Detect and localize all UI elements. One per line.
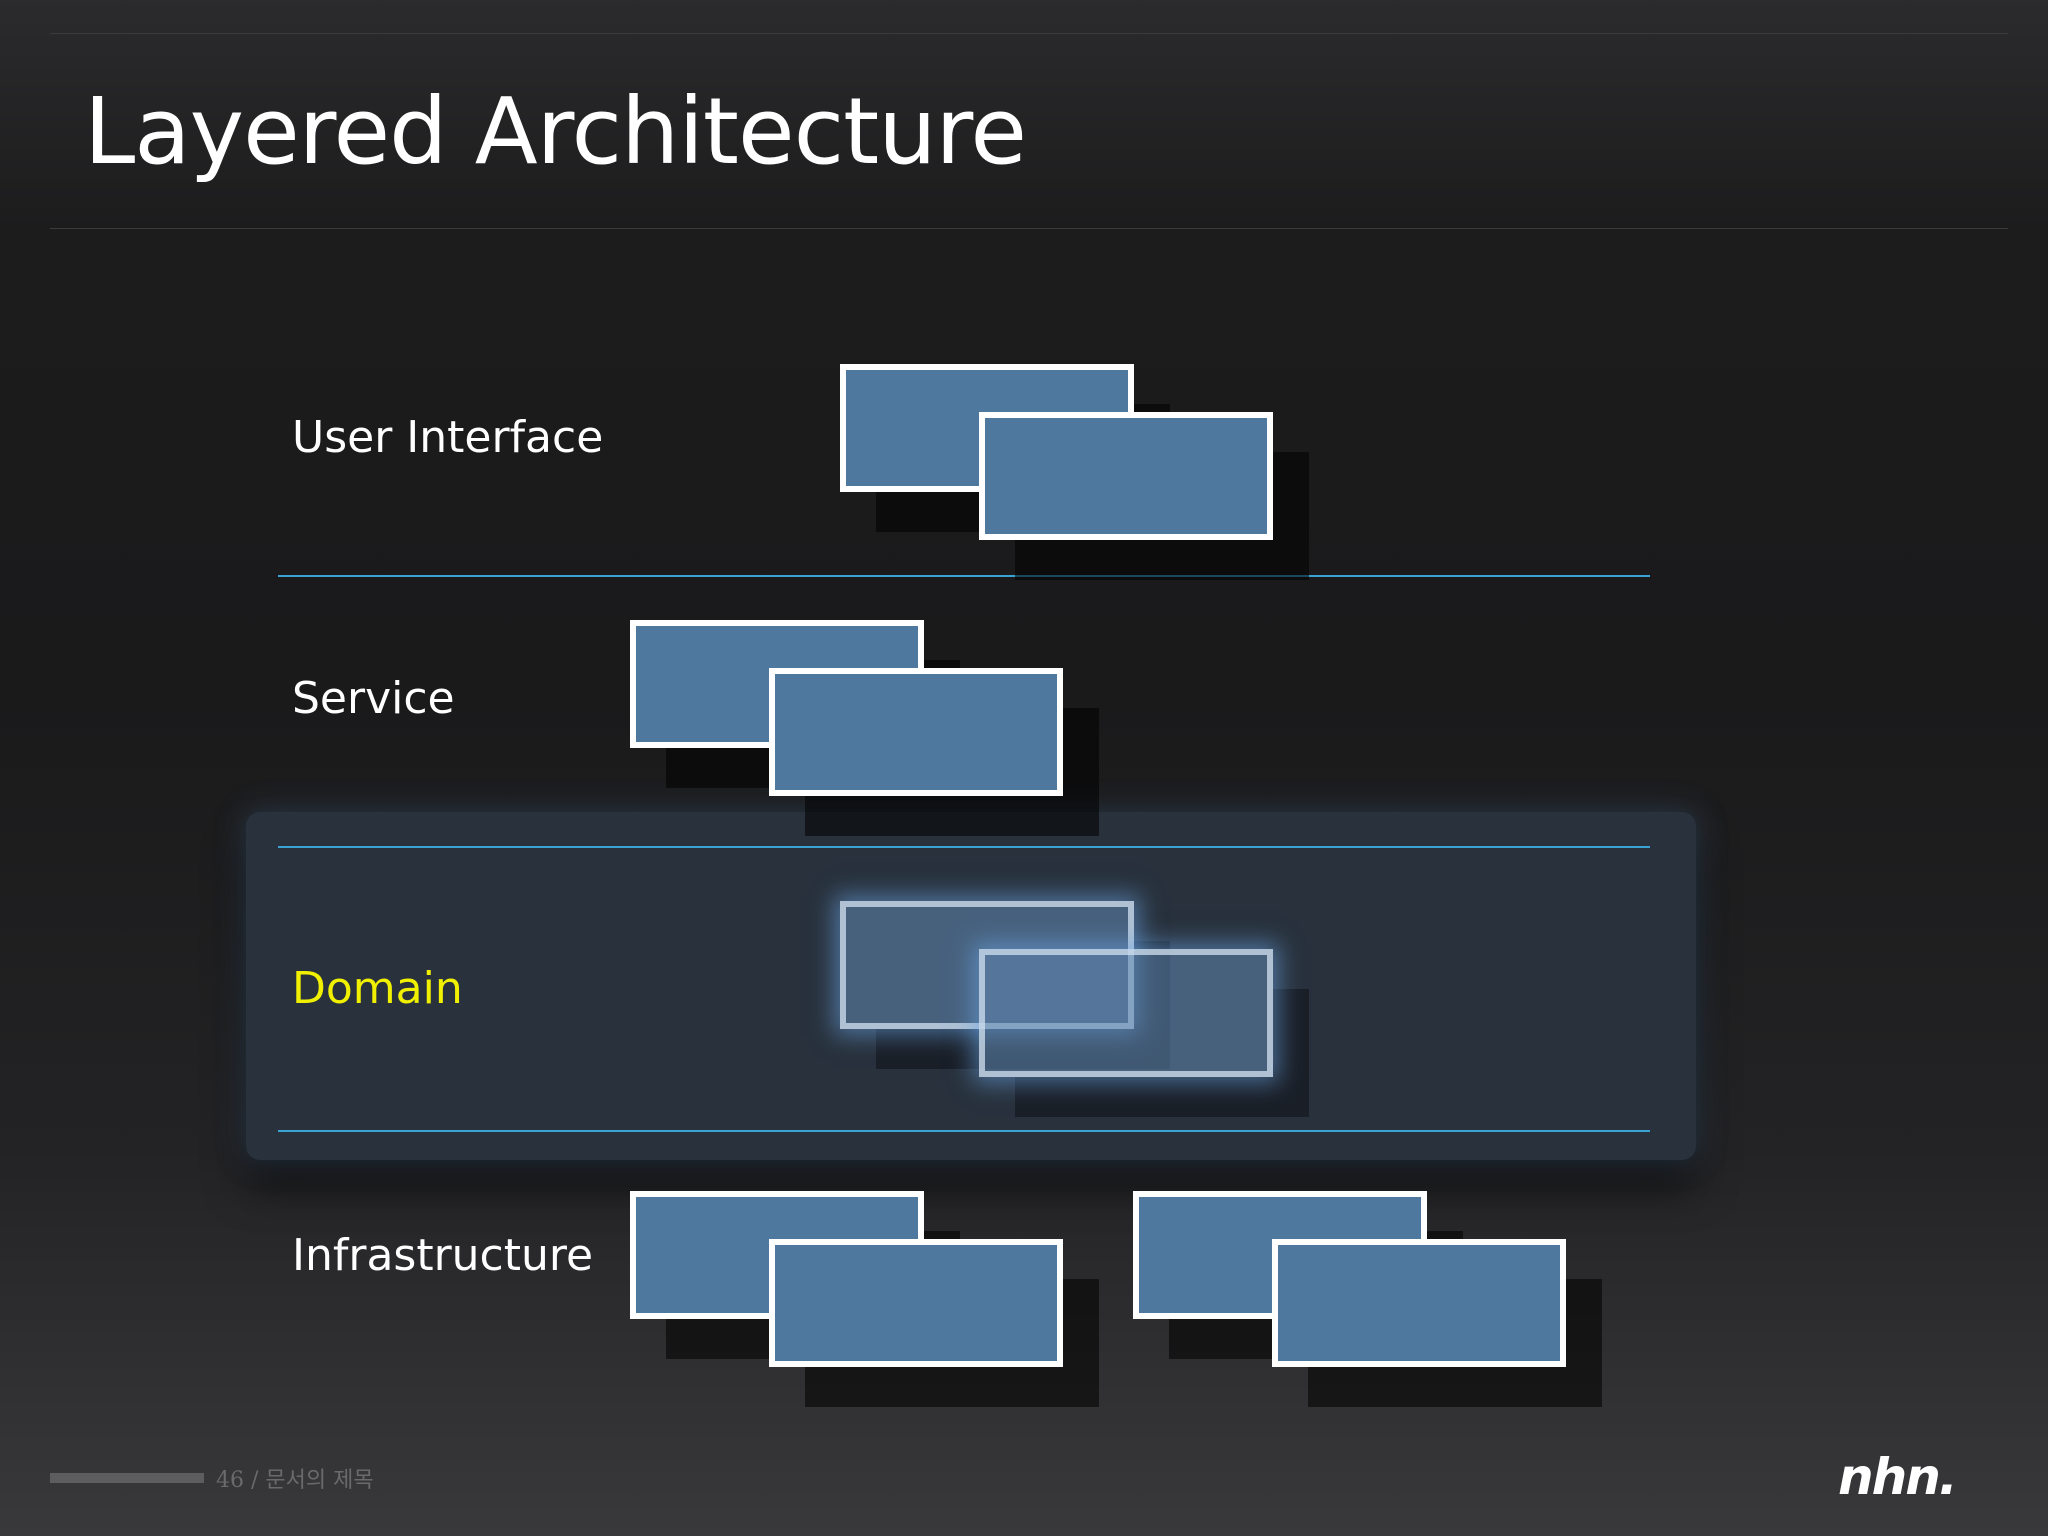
ui-component-box — [979, 412, 1273, 540]
footer-page-number: 46 / 문서의 제목 — [216, 1468, 374, 1493]
layer-separator — [278, 846, 1650, 848]
slide-title: Layered Architecture — [84, 78, 1027, 185]
layer-separator — [278, 1130, 1650, 1132]
footer-progress-bar — [50, 1473, 204, 1483]
nhn-logo: nhn. — [1838, 1448, 1958, 1506]
layer-separator — [278, 575, 1650, 577]
title-rule — [50, 228, 2008, 229]
layer-label-domain: Domain — [292, 963, 463, 1014]
layer-label-service: Service — [292, 673, 455, 724]
layer-label-user-interface: User Interface — [292, 412, 604, 463]
infrastructure-component-box — [769, 1239, 1063, 1367]
service-component-box — [769, 668, 1063, 796]
top-rule — [50, 33, 2008, 34]
layer-label-infrastructure: Infrastructure — [292, 1230, 594, 1281]
domain-component-box — [979, 949, 1273, 1077]
infrastructure-component-box — [1272, 1239, 1566, 1367]
